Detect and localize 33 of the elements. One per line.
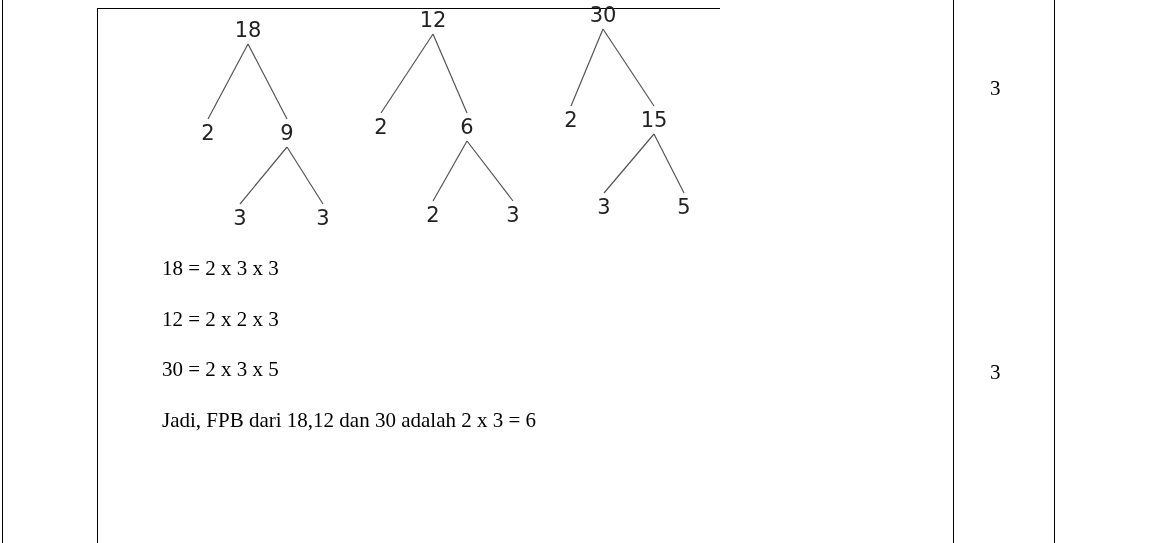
tree-branch xyxy=(207,43,249,120)
tree-number: 15 xyxy=(637,106,671,134)
tree-number: 5 xyxy=(674,193,694,221)
score-text: 3 xyxy=(990,360,1001,384)
equation-text: 12 = 2 x 2 x 3 xyxy=(162,307,279,331)
tree-branch xyxy=(380,33,434,114)
tree-branch xyxy=(432,140,468,202)
tree-number: 3 xyxy=(313,204,333,232)
tree-number: 2 xyxy=(423,201,443,229)
score-text: 3 xyxy=(990,76,1001,100)
tree-number: 3 xyxy=(594,193,614,221)
tree-branch xyxy=(466,140,514,202)
equation-text: 30 = 2 x 3 x 5 xyxy=(162,357,279,381)
tree-number: 12 xyxy=(416,6,450,34)
conclusion-text: Jadi, FPB dari 18,12 dan 30 adalah 2 x 3 = 6 xyxy=(162,408,537,432)
tree-number: 3 xyxy=(503,201,523,229)
equation-text: 18 = 2 x 3 x 3 xyxy=(162,256,279,280)
tree-number: 9 xyxy=(277,119,297,147)
tree-branch xyxy=(239,146,288,205)
tree-number: 3 xyxy=(230,204,250,232)
tree-number: 6 xyxy=(457,113,477,141)
tree-branch xyxy=(432,33,468,114)
tree-number: 2 xyxy=(561,106,581,134)
tree-number: 18 xyxy=(231,16,265,44)
tree-number: 2 xyxy=(198,119,218,147)
tree-branch xyxy=(602,28,655,107)
tree-number: 2 xyxy=(371,113,391,141)
tree-branch xyxy=(247,43,288,120)
tree-branch xyxy=(603,133,655,194)
tree-branch xyxy=(286,146,324,205)
tree-number: 30 xyxy=(586,1,620,29)
tree-branch xyxy=(653,133,685,194)
tree-branch xyxy=(570,28,604,107)
